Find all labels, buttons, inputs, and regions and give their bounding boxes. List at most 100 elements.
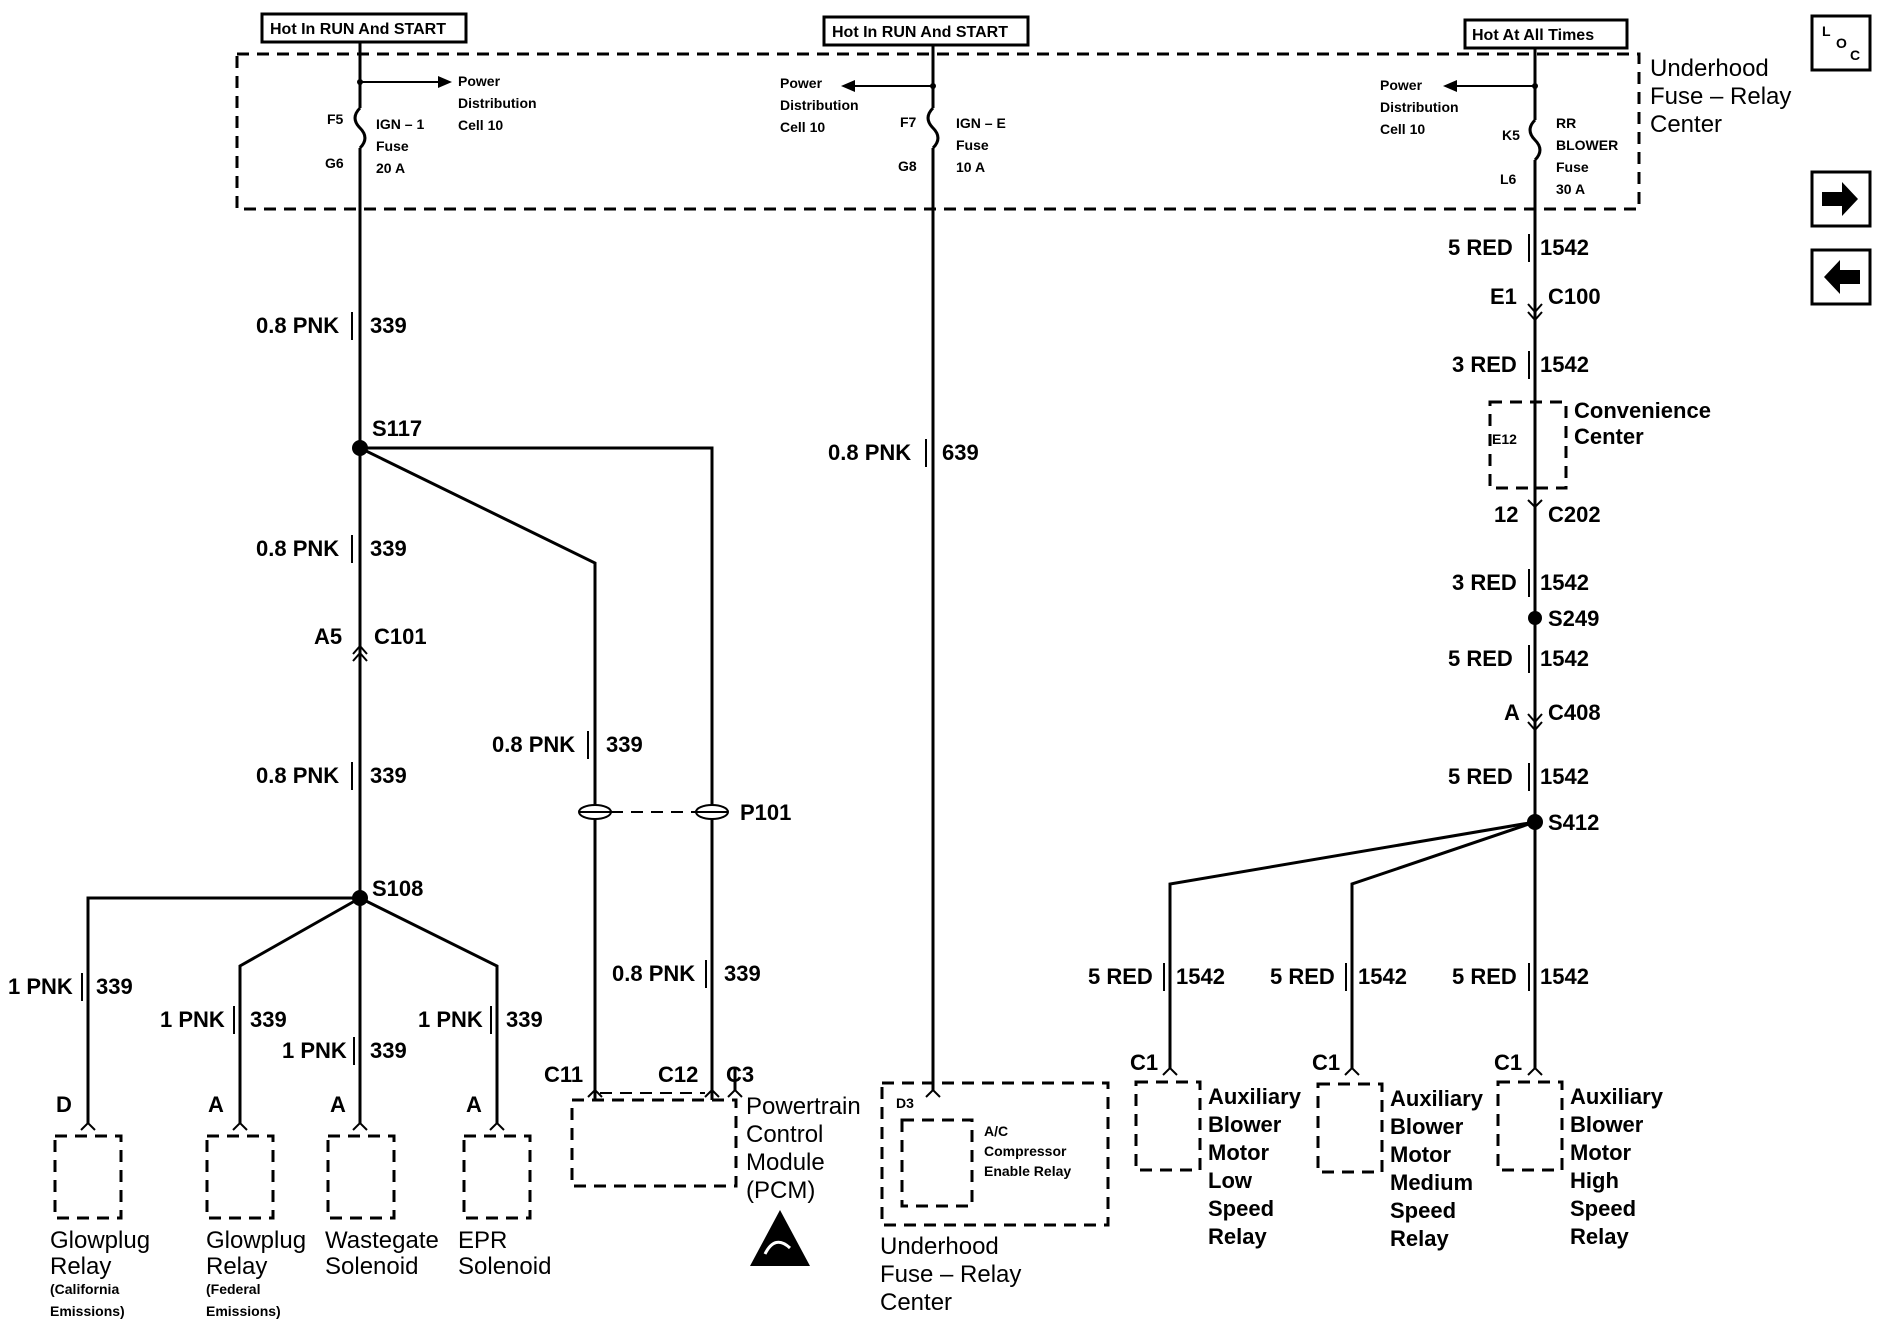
svg-text:Fuse: Fuse [956,137,989,153]
svg-text:Fuse: Fuse [376,138,409,154]
svg-text:339: 339 [506,1007,543,1032]
svg-text:(PCM): (PCM) [746,1177,815,1204]
svg-text:1542: 1542 [1540,764,1589,789]
svg-text:P101: P101 [740,800,791,825]
svg-text:Relay: Relay [1570,1224,1629,1249]
svg-text:339: 339 [724,961,761,986]
fuse-relay-center-box [235,52,1641,211]
svg-text:E1: E1 [1490,284,1517,309]
svg-text:C202: C202 [1548,502,1601,527]
svg-text:S412: S412 [1548,810,1599,835]
glowplug-relay-federal: A Glowplug Relay (Federal Emissions) [205,1092,306,1319]
svg-text:Module: Module [746,1149,825,1176]
svg-text:C408: C408 [1548,700,1601,725]
svg-text:Relay: Relay [50,1253,111,1280]
svg-text:(California: (California [50,1281,119,1297]
svg-text:A: A [208,1092,224,1117]
svg-text:S117: S117 [372,416,422,441]
svg-text:Fuse – Relay: Fuse – Relay [880,1261,1021,1288]
svg-text:L: L [1822,23,1831,39]
svg-text:Cell 10: Cell 10 [458,117,503,133]
svg-text:Glowplug: Glowplug [50,1227,150,1254]
svg-text:Center: Center [1650,111,1722,138]
svg-text:Blower: Blower [1208,1112,1282,1137]
svg-text:EPR: EPR [458,1227,507,1254]
connector-icon [352,644,368,662]
svg-text:C1: C1 [1494,1050,1522,1075]
svg-text:Solenoid: Solenoid [325,1253,418,1280]
svg-text:S108: S108 [372,876,423,901]
prev-page-button[interactable] [1810,248,1872,306]
svg-text:G6: G6 [325,155,344,171]
esd-warning-icon [750,1210,810,1266]
svg-text:O: O [1836,35,1847,51]
svg-text:Hot In RUN And START: Hot In RUN And START [832,24,1008,41]
svg-text:Hot At All Times: Hot At All Times [1472,27,1594,44]
svg-text:Distribution: Distribution [458,95,537,111]
svg-text:A/C: A/C [984,1123,1008,1139]
svg-text:Relay: Relay [1208,1224,1267,1249]
svg-text:D: D [56,1092,72,1117]
arrow-icon [841,80,855,92]
glowplug-relay-california: D Glowplug Relay (California Emissions) [50,1092,150,1319]
aux-blower-low-relay: C1 Auxiliary Blower Motor Low Speed Rela… [1130,1050,1302,1249]
svg-text:Auxiliary: Auxiliary [1208,1084,1302,1109]
svg-text:High: High [1570,1168,1619,1193]
svg-text:Auxiliary: Auxiliary [1570,1084,1664,1109]
hot-box-igne: Hot In RUN And START [822,15,1030,47]
svg-text:Fuse: Fuse [1556,159,1589,175]
svg-text:339: 339 [606,732,643,757]
svg-text:Speed: Speed [1570,1196,1636,1221]
p101-connector: P101 [578,800,791,825]
left-arrow-icon [1824,260,1860,294]
svg-text:Emissions): Emissions) [50,1303,125,1319]
svg-text:10 A: 10 A [956,159,985,175]
connector-icon [1527,303,1543,322]
loc-button[interactable]: L O C [1810,14,1872,72]
wastegate-solenoid: A Wastegate Solenoid [325,1092,439,1280]
svg-text:0.8 PNK: 0.8 PNK [492,732,575,757]
svg-text:Speed: Speed [1208,1196,1274,1221]
svg-text:1542: 1542 [1540,646,1589,671]
svg-text:C12: C12 [658,1062,698,1087]
svg-text:Speed: Speed [1390,1198,1456,1223]
svg-text:0.8 PNK: 0.8 PNK [828,440,911,465]
svg-text:Low: Low [1208,1168,1253,1193]
svg-text:Center: Center [1574,424,1644,449]
svg-text:Motor: Motor [1390,1142,1452,1167]
pcm: C11 C12 C3 Powertrain Control Module (PC… [544,1062,861,1266]
hot-box-ign1: Hot In RUN And START [260,12,468,44]
svg-text:Cell 10: Cell 10 [1380,121,1425,137]
svg-text:Auxiliary: Auxiliary [1390,1086,1484,1111]
svg-text:Distribution: Distribution [1380,99,1459,115]
splice-s249 [1528,611,1542,625]
svg-text:Emissions): Emissions) [206,1303,281,1319]
svg-text:5 RED: 5 RED [1448,235,1513,260]
aux-blower-medium-relay: C1 Auxiliary Blower Motor Medium Speed R… [1312,1050,1484,1251]
svg-text:639: 639 [942,440,979,465]
svg-text:339: 339 [370,536,407,561]
svg-text:A5: A5 [314,624,342,649]
svg-text:1542: 1542 [1540,570,1589,595]
svg-text:A: A [330,1092,346,1117]
svg-text:Glowplug: Glowplug [206,1227,306,1254]
svg-text:F7: F7 [900,114,917,130]
svg-text:Hot In RUN And START: Hot In RUN And START [270,21,446,38]
arrow-icon [1443,80,1457,92]
svg-text:1542: 1542 [1540,235,1589,260]
ac-compressor-enable-relay: D3 A/C Compressor Enable Relay Underhood… [880,1081,1110,1316]
svg-text:Enable Relay: Enable Relay [984,1163,1071,1179]
svg-text:1542: 1542 [1540,964,1589,989]
svg-text:339: 339 [370,1038,407,1063]
svg-text:0.8 PNK: 0.8 PNK [256,313,339,338]
svg-text:D3: D3 [896,1095,914,1111]
svg-text:Solenoid: Solenoid [458,1253,551,1280]
svg-text:Power: Power [458,73,501,89]
svg-text:C101: C101 [374,624,427,649]
svg-text:3 RED: 3 RED [1452,570,1517,595]
next-page-button[interactable] [1810,170,1872,228]
svg-text:Blower: Blower [1570,1112,1644,1137]
svg-text:L6: L6 [1500,171,1517,187]
svg-text:Motor: Motor [1570,1140,1632,1165]
svg-text:IGN – E: IGN – E [956,115,1006,131]
